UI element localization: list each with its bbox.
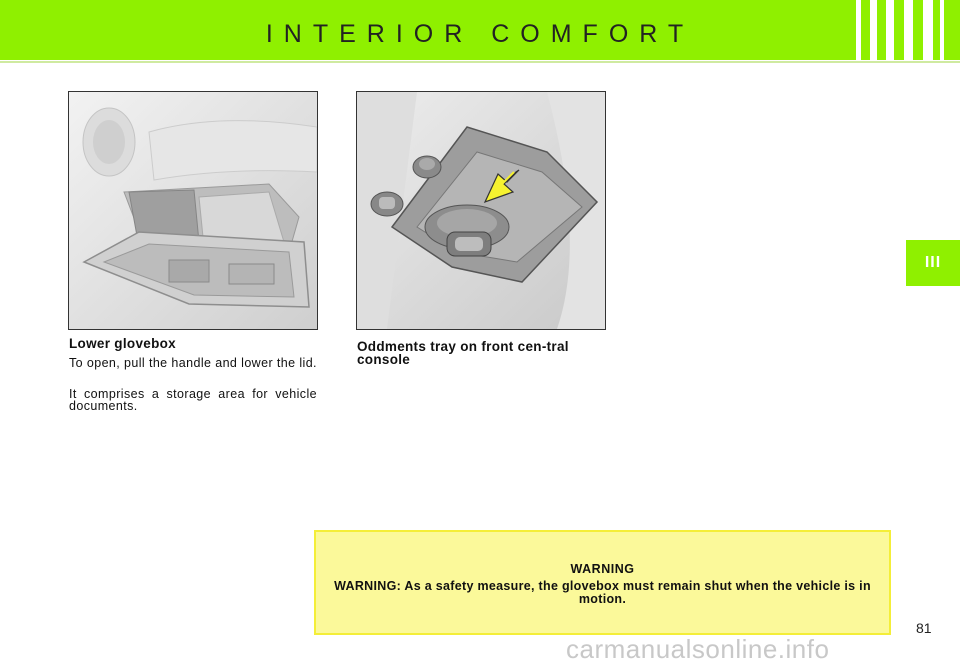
page-number: 81 (916, 620, 932, 636)
page-title: INTERIOR COMFORT (265, 20, 695, 48)
header-divider (0, 61, 960, 63)
section-heading-lower-glovebox: Lower glovebox (69, 336, 176, 351)
header-band: INTERIOR COMFORT (0, 0, 960, 60)
warning-title: WARNING (570, 562, 635, 576)
paragraph-open-instructions: To open, pull the handle and lower the l… (69, 356, 317, 370)
chapter-tab: III (906, 240, 960, 286)
oddments-tray-illustration (356, 91, 606, 330)
warning-box: WARNING WARNING: As a safety measure, th… (314, 530, 891, 635)
watermark: carmanualsonline.info (566, 634, 830, 664)
paragraph-storage-area: It comprises a storage area for vehicle … (69, 387, 317, 413)
warning-text: WARNING: As a safety measure, the gloveb… (334, 579, 871, 606)
glovebox-illustration (68, 91, 318, 330)
section-heading-oddments-tray: Oddments tray on front cen-tral console (357, 339, 569, 367)
